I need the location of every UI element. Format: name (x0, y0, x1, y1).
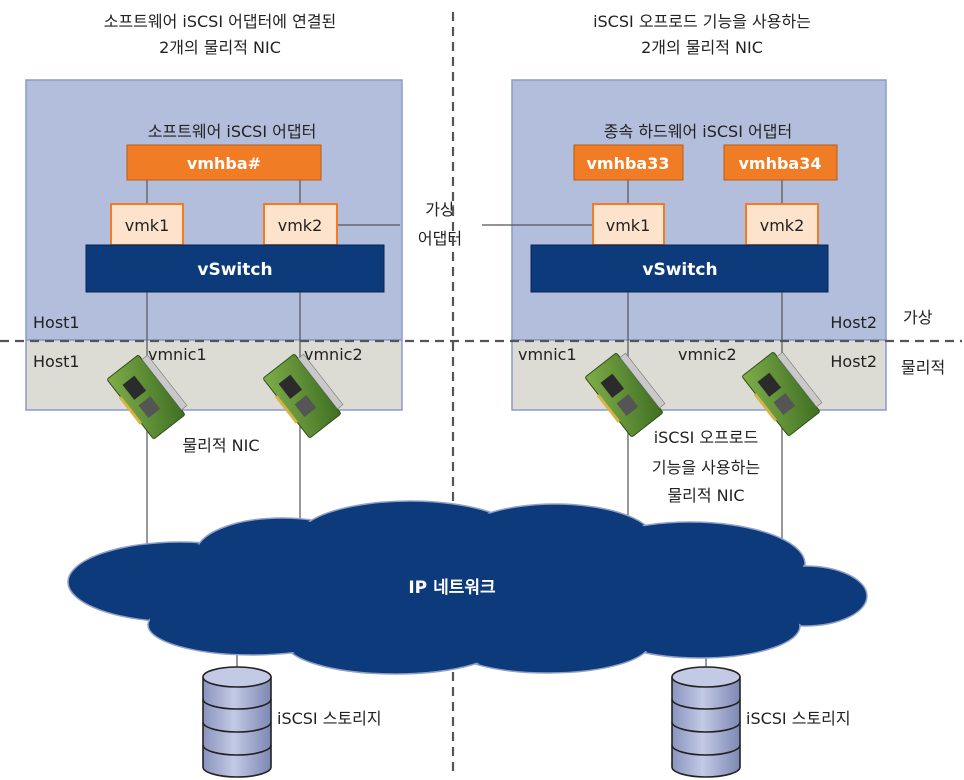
right-title: iSCSI 오프로드 기능을 사용하는 2개의 물리적 NIC (593, 12, 811, 57)
right-vswitch-label: vSwitch (642, 260, 717, 280)
right-vmhba33-label: vmhba33 (586, 154, 669, 173)
right-nic1-card (585, 352, 666, 437)
left-title: 소프트웨어 iSCSI 어댑터에 연결된 2개의 물리적 NIC (104, 12, 337, 57)
left-host-virtual-label: Host1 (33, 313, 80, 332)
right-vmk1-label: vmk1 (606, 216, 651, 235)
right-nic-label-line2: 기능을 사용하는 (652, 458, 760, 477)
left-storage-label: iSCSI 스토리지 (277, 709, 382, 728)
right-vmnic2-label: vmnic2 (678, 345, 737, 364)
left-vmk1-label: vmk1 (125, 216, 170, 235)
left-adapter-title: 소프트웨어 iSCSI 어댑터 (148, 122, 317, 141)
layer-physical-label: 물리적 (901, 358, 945, 377)
right-title-line1: iSCSI 오프로드 기능을 사용하는 (593, 12, 811, 31)
right-storage-cylinder-icon (671, 666, 741, 778)
left-vmk1-box: vmk1 (110, 203, 184, 246)
left-host-physical-label: Host1 (33, 352, 80, 371)
left-physical-area (25, 339, 403, 411)
left-vmnic2-label: vmnic2 (304, 345, 363, 364)
left-storage-cylinder-icon (202, 666, 272, 778)
layer-virtual-label: 가상 (903, 308, 933, 327)
left-title-line2: 2개의 물리적 NIC (159, 38, 281, 57)
right-vmk1-box: vmk1 (592, 203, 665, 246)
left-virtual-area (25, 79, 403, 341)
right-vmhba34-label: vmhba34 (738, 154, 821, 173)
virtual-adapter-callout: 가상 어댑터 (418, 200, 462, 248)
left-vswitch-label: vSwitch (197, 260, 272, 280)
right-physical-area (511, 339, 887, 411)
virtual-adapter-line1: 가상 (425, 200, 455, 219)
right-vmk2-label: vmk2 (760, 216, 805, 235)
right-nic2-card (742, 351, 823, 436)
right-host-physical-label: Host2 (830, 352, 877, 371)
left-vswitch-box: vSwitch (85, 244, 385, 293)
left-vmhba-label: vmhba# (187, 154, 261, 173)
right-host-panel (511, 79, 887, 411)
left-nic1-card (107, 354, 188, 439)
right-vmhba34-box: vmhba34 (723, 144, 838, 181)
left-host-panel (25, 79, 403, 411)
right-nic-label: iSCSI 오프로드 기능을 사용하는 물리적 NIC (652, 428, 760, 505)
ip-network-label: IP 네트워크 (408, 578, 496, 598)
left-title-line1: 소프트웨어 iSCSI 어댑터에 연결된 (104, 12, 337, 31)
left-vmnic1-label: vmnic1 (148, 345, 207, 364)
left-nic2-card (263, 353, 344, 438)
ip-network-cloud-fill (70, 503, 865, 672)
right-virtual-area (511, 79, 887, 341)
virtual-adapter-line2: 어댑터 (418, 229, 462, 248)
left-nic-label: 물리적 NIC (182, 436, 259, 455)
right-adapter-title: 종속 하드웨어 iSCSI 어댑터 (604, 122, 792, 141)
right-title-line2: 2개의 물리적 NIC (641, 38, 763, 57)
right-storage-label: iSCSI 스토리지 (746, 709, 851, 728)
right-vswitch-box: vSwitch (530, 244, 829, 293)
right-nic-label-line3: 물리적 NIC (667, 486, 744, 505)
left-vmhba-box: vmhba# (126, 144, 322, 181)
right-vmhba33-box: vmhba33 (573, 144, 684, 181)
right-nic-label-line1: iSCSI 오프로드 (654, 428, 759, 447)
left-vmk2-label: vmk2 (278, 216, 323, 235)
left-vmk2-box: vmk2 (263, 203, 338, 246)
right-vmnic1-label: vmnic1 (518, 345, 577, 364)
right-host-virtual-label: Host2 (830, 313, 877, 332)
right-vmk2-box: vmk2 (745, 203, 819, 246)
